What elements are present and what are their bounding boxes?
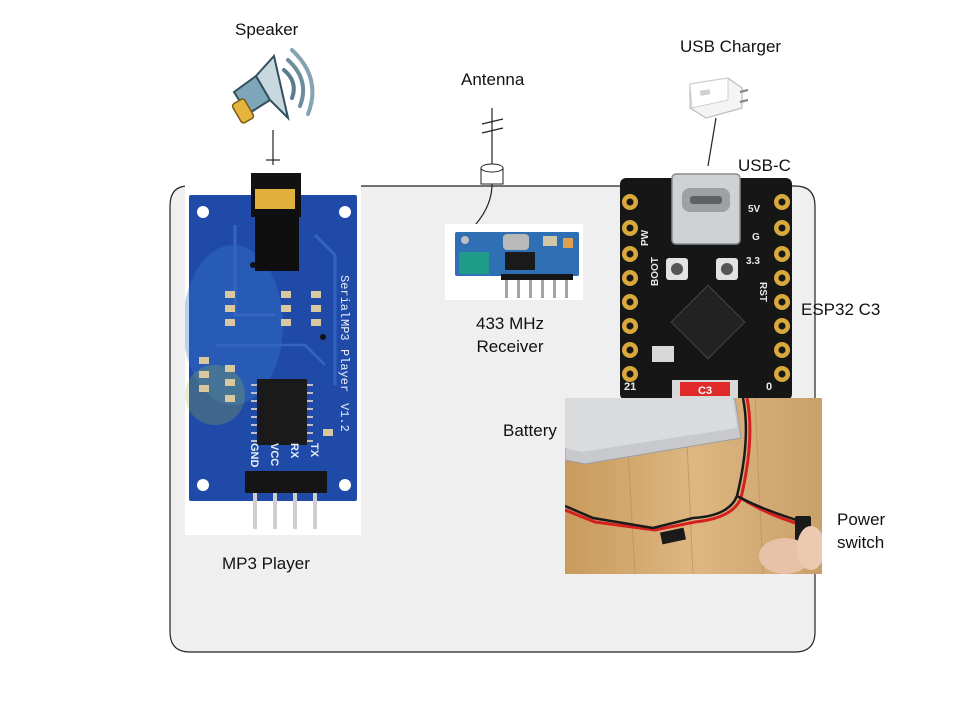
silkscreen-version: V1.2 bbox=[337, 403, 351, 432]
label-speaker: Speaker bbox=[235, 20, 299, 39]
esp32-33-label: 3.3 bbox=[746, 256, 760, 267]
esp32-21-label: 21 bbox=[624, 381, 636, 393]
silkscreen-player: Player bbox=[337, 349, 351, 392]
label-esp32: ESP32 C3 bbox=[801, 300, 881, 319]
esp32-chip-label: C3 bbox=[698, 385, 712, 397]
silkscreen-mp3: MP3 bbox=[337, 319, 351, 341]
mp3-pin-gnd: GND bbox=[248, 443, 260, 468]
label-antenna: Antenna bbox=[461, 70, 525, 89]
battery-switch-photo bbox=[565, 398, 822, 574]
esp32-boot-label: BOOT bbox=[650, 257, 661, 286]
esp32-c3-board: PW BOOT RST 5V G 3.3 21 0 C3 bbox=[620, 173, 792, 400]
label-mp3-player: MP3 Player bbox=[222, 554, 310, 573]
esp32-0-label: 0 bbox=[766, 381, 772, 393]
label-receiver: 433 MHz Receiver bbox=[458, 312, 562, 358]
silkscreen-serial: Serial bbox=[337, 275, 351, 318]
label-receiver-line1: 433 MHz bbox=[475, 314, 545, 333]
label-battery: Battery bbox=[503, 421, 557, 440]
antenna-symbol bbox=[475, 108, 504, 225]
mp3-silkscreen: Serial MP3 Player V1.2 bbox=[337, 275, 351, 432]
label-receiver-line2: Receiver bbox=[476, 337, 544, 356]
mp3-pin-vcc: VCC bbox=[268, 443, 280, 466]
label-power-switch-line1: Power bbox=[837, 510, 886, 529]
speaker-icon bbox=[231, 48, 315, 124]
mp3-player-board: Serial MP3 Player V1.2 GND VCC RX TX bbox=[185, 165, 361, 535]
mp3-pin-tx: TX bbox=[308, 443, 320, 458]
usb-charger-icon bbox=[689, 77, 748, 119]
esp32-pw-label: PW bbox=[640, 229, 651, 246]
esp32-5v-label: 5V bbox=[748, 204, 761, 215]
label-power-switch: Power switch bbox=[837, 508, 885, 554]
label-usb-charger: USB Charger bbox=[680, 37, 782, 56]
esp32-g-label: G bbox=[752, 232, 760, 243]
label-usb-c: USB-C bbox=[738, 156, 791, 175]
mp3-pin-rx: RX bbox=[288, 443, 300, 459]
label-power-switch-line2: switch bbox=[837, 533, 885, 552]
usb-charger-cable bbox=[707, 117, 717, 167]
receiver-433-board bbox=[445, 224, 583, 300]
esp32-rst-label: RST bbox=[757, 282, 768, 302]
